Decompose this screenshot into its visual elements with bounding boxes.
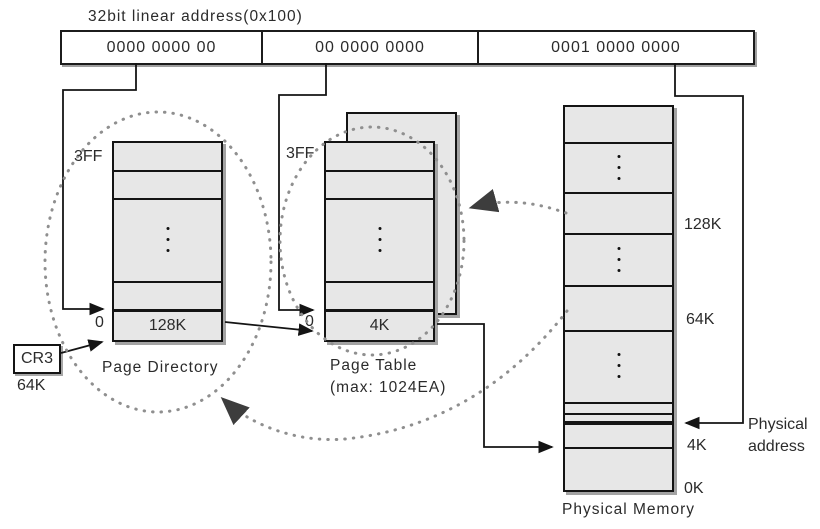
cr3-value: 64K (17, 377, 46, 394)
physical-memory-caption: Physical Memory (562, 501, 695, 518)
row-divider (114, 198, 221, 200)
table-bottom-index: 0 (305, 313, 314, 330)
address-segment-table: 00 0000 0000 (261, 32, 477, 63)
arrow-table-to-memory (437, 323, 554, 454)
arrow-directory-to-table (224, 321, 314, 336)
arrow-cr3-to-directory (60, 339, 104, 354)
row-divider-physical-address (565, 421, 672, 425)
vertical-ellipsis-icon (166, 227, 169, 252)
page-table-caption: Page Table (330, 357, 418, 374)
cr3-label: CR3 (20, 350, 53, 367)
memory-boundary-0k: 0K (684, 480, 704, 497)
memory-boundary-64k: 64K (686, 311, 715, 328)
page-directory-table: 128K (112, 141, 223, 342)
row-divider (565, 233, 672, 235)
physical-address-label-line1: Physical (748, 416, 808, 433)
physical-address-label-line2: address (748, 438, 805, 455)
dotted-arc-memory-to-table (468, 188, 568, 215)
vertical-ellipsis-icon (617, 155, 620, 180)
diagram-title: 32bit linear address(0x100) (88, 8, 303, 25)
memory-boundary-4k: 4K (687, 437, 707, 454)
row-divider (326, 281, 433, 283)
row-divider (565, 330, 672, 332)
memory-boundary-128k: 128K (684, 216, 722, 233)
linear-address-bar: 0000 0000 00 00 0000 0000 0001 0000 0000 (60, 30, 755, 65)
directory-entry-value: 128K (148, 317, 187, 334)
page-table-caption-max: (max: 1024EA) (330, 379, 447, 396)
row-divider (565, 402, 672, 404)
row-divider (114, 281, 221, 283)
row-divider (326, 170, 433, 172)
page-directory-caption: Page Directory (102, 359, 219, 376)
table-top-index: 3FF (286, 145, 315, 162)
row-divider (565, 142, 672, 144)
row-divider (565, 447, 672, 449)
table-entry-value: 4K (369, 317, 390, 334)
directory-bottom-index: 0 (95, 314, 104, 331)
row-divider (565, 413, 672, 415)
vertical-ellipsis-icon (617, 353, 620, 378)
vertical-ellipsis-icon (378, 227, 381, 252)
page-table-front: 4K (324, 141, 435, 342)
vertical-ellipsis-icon (617, 247, 620, 272)
address-segment-offset: 0001 0000 0000 (477, 32, 753, 63)
directory-top-index: 3FF (74, 148, 103, 165)
row-divider (565, 285, 672, 287)
physical-memory-table (563, 105, 674, 492)
row-divider (114, 309, 221, 312)
arrow-table-index (278, 63, 327, 317)
cr3-register-box: CR3 (13, 344, 61, 374)
row-divider (114, 170, 221, 172)
address-segment-directory: 0000 0000 00 (106, 38, 217, 56)
row-divider (565, 192, 672, 194)
arrow-offset (674, 63, 744, 430)
row-divider (326, 198, 433, 200)
row-divider (326, 309, 433, 312)
